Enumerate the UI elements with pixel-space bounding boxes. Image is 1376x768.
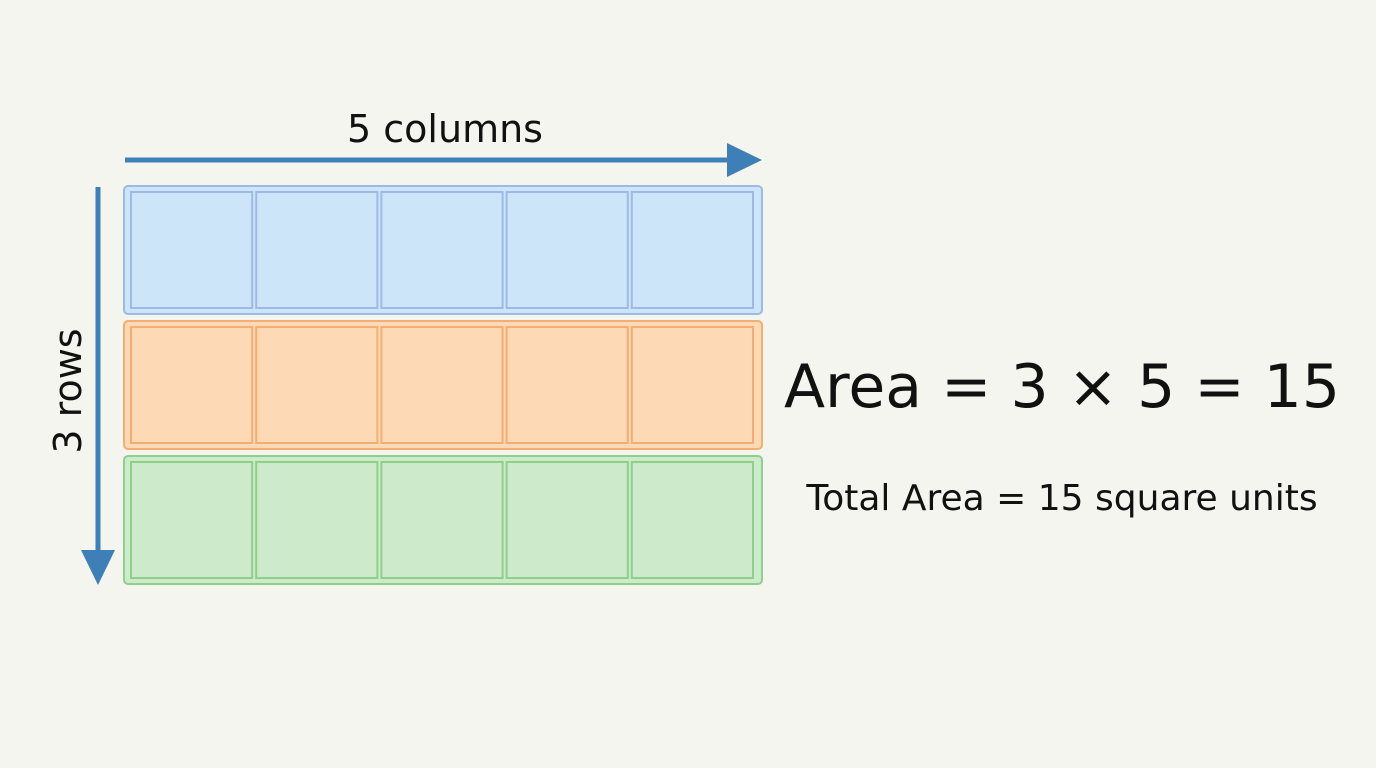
grid (123, 185, 763, 585)
unit-square (630, 191, 754, 309)
unit-square (380, 191, 504, 309)
columns-label: 5 columns (347, 107, 543, 151)
rows-arrow (81, 187, 115, 585)
unit-square (255, 461, 379, 579)
total-area-text: Total Area = 15 square units (805, 478, 1317, 519)
unit-square (505, 191, 629, 309)
unit-square (255, 191, 379, 309)
area-formula: Area = 3 × 5 = 15 (784, 352, 1340, 422)
unit-square (130, 461, 254, 579)
unit-square (505, 326, 629, 444)
unit-square (380, 326, 504, 444)
unit-square (630, 461, 754, 579)
columns-arrow (125, 143, 762, 177)
unit-square (130, 191, 254, 309)
unit-square (630, 326, 754, 444)
unit-square (380, 461, 504, 579)
unit-square (505, 461, 629, 579)
rows-label: 3 rows (46, 328, 90, 453)
unit-square (255, 326, 379, 444)
unit-square (130, 326, 254, 444)
